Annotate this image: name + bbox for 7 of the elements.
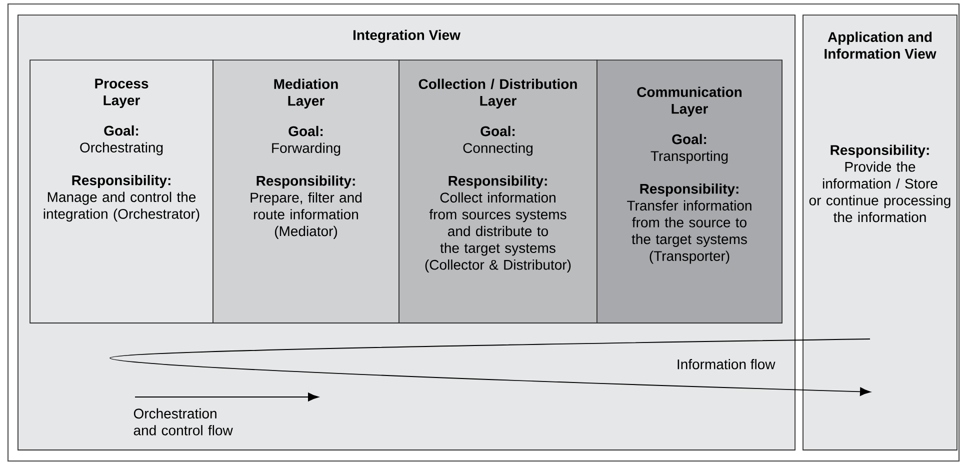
flow-label: Information flow — [678, 359, 776, 370]
layer-box: Communication Layer Goal: Transporting Responsibility: Transfer information from the source to the target systems (Transporter) — [596, 60, 782, 324]
layer-box: Process Layer Goal: Orchestrating Responsibility: Manage and control the integration (Orchestrator) — [30, 60, 214, 324]
flow-label: Orchestration and control flow — [134, 408, 233, 436]
layer-box: Mediation Layer Goal: Forwarding Responsibility: Prepare, filter and route information (Mediator) — [212, 60, 400, 324]
view-panel: Application and Information View Responsibility: Provide the information / Store or continue processing the information — [802, 14, 958, 450]
layer-box: Collection / Distribution Layer Goal: Connecting Responsibility: Collect information from sources systems and distribute to the target systems (Collector & Distributor) — [398, 60, 598, 324]
